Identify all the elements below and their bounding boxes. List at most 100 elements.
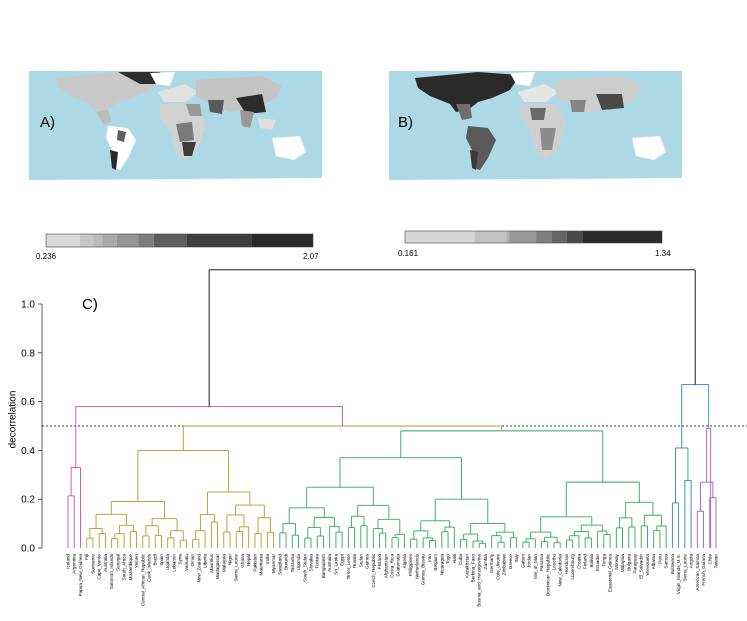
leaf-label: Sri_Lanka [333, 554, 338, 575]
leaf-label: Iceland [66, 554, 71, 569]
leaf-label: Russia [352, 554, 357, 568]
leaf-label: Haiti [452, 554, 457, 563]
leaf-label: Luxembourg [570, 554, 575, 580]
leaf-label: Jordan [527, 554, 532, 568]
leaf-label: Czech_Republic [371, 553, 376, 587]
leaf-label: Egypt [340, 553, 345, 565]
leaf-label: Togo [446, 554, 451, 564]
leaf-label: Cote_dIvoire [495, 554, 500, 580]
leaf-label: Nicaragua [439, 554, 444, 575]
leaf-label: Guinea [365, 554, 370, 569]
y-axis-label: decorrelation [7, 390, 19, 449]
leaf-label: Sudan [358, 554, 363, 568]
leaf-label: Bolivia [589, 554, 594, 568]
leaf-label: Lebanon [171, 554, 176, 572]
leaf-label: Nepal [246, 554, 251, 566]
leaf-label: Samoa [664, 554, 669, 569]
leaf-label: Spain [159, 554, 164, 566]
leaf-label: Swaziland [277, 554, 282, 575]
leaf-label: El_Salvador [639, 554, 644, 579]
leaf-label: Kazakhstan [464, 554, 469, 578]
leaf-label: Belgium [433, 554, 438, 571]
leaf-label: Finland [583, 554, 588, 570]
leaf-label: Equatorial_Guinea [608, 554, 613, 592]
leaf-label: Madagascar [215, 554, 220, 580]
leaf-label: Suriname [90, 554, 95, 574]
y-tick-label: 0.4 [21, 446, 35, 457]
leaf-label: Zimbabwe [502, 554, 507, 576]
leaf-label: South_Sudan [302, 554, 307, 582]
leaf-label: Botswana [670, 554, 675, 575]
leaf-label: Liberia [203, 554, 208, 568]
leaf-label: New_Zealand [196, 554, 201, 583]
leaf-label: Zambia [483, 554, 488, 570]
colorbar-b-segment [509, 231, 537, 243]
leaf-label: Finland [377, 554, 382, 570]
leaf-label: Italy [514, 553, 519, 562]
leaf-label: Pakistan [252, 554, 257, 572]
leaf-label: Cuba [458, 554, 463, 565]
leaf-label: Cook_Islands [147, 553, 152, 582]
leaf-label: Angola [689, 554, 694, 569]
colorbar-b-segment [405, 231, 475, 243]
leaf-label: Burkina_Faso [471, 554, 476, 583]
y-tick-label: 0.2 [21, 495, 35, 506]
leaf-label: Guinea_Bissau [421, 554, 426, 586]
y-tick-label: 0.8 [21, 348, 35, 359]
leaf-label: Bosnia_and_Herzegovina [477, 554, 482, 607]
leaf-label: Tonga [601, 554, 606, 567]
leaf-label: Tanzania [290, 554, 295, 573]
colorbar-a-segment [79, 234, 94, 247]
panel-a-label: A) [40, 114, 55, 131]
leaf-label: Panama [539, 554, 544, 572]
colorbar-a-segment [102, 234, 117, 247]
leaf-label: Sierra_Leone [234, 554, 239, 582]
colorbar-a-min-label: 0.236 [36, 252, 57, 261]
leaf-label: Guatemala [396, 554, 401, 577]
leaf-label: Costa_Rica [390, 554, 395, 578]
leaf-label: Ghana [240, 554, 245, 568]
leaf-label: Argentina [72, 554, 77, 574]
colorbar-a-segment [153, 234, 187, 247]
colorbar-b-segment [536, 231, 553, 243]
panel-b-label: B) [398, 114, 413, 131]
colorbar-a-segment [116, 234, 139, 247]
leaf-label: Senegal [115, 554, 120, 571]
leaf-label: Fiji [84, 554, 89, 560]
leaf-label: Gabon [520, 554, 525, 568]
leaf-label: Iran [427, 554, 432, 562]
leaf-label: Norway [614, 553, 619, 569]
leaf-label: Central_African_Republic [140, 553, 145, 606]
leaf-label: Australia [327, 554, 332, 572]
colorbar-a-segment [93, 234, 103, 247]
leaf-label: Honduras [564, 553, 569, 574]
leaf-label: Sierra_Leone [682, 554, 687, 582]
leaf-label: Albania [651, 554, 656, 570]
leaf-label: French_Guiana [701, 554, 706, 586]
leaf-label: Algeria [402, 554, 407, 569]
leaf-label: Mauritania [259, 554, 264, 576]
leaf-label: Malaysia [620, 554, 625, 573]
colorbar-b-frame [404, 230, 663, 244]
leaf-label: New_Caledonia [558, 554, 563, 587]
leaf-label: Ecuador [595, 554, 600, 572]
colorbar-b-segment [552, 231, 567, 243]
leaf-label: Uganda [296, 554, 301, 571]
leaf-label: Philippines [408, 553, 413, 576]
leaf-label: Dominican_Republic [545, 553, 550, 596]
y-tick-label: 0.6 [21, 397, 35, 408]
leaf-label: Virgin_Islands_U.S. [676, 554, 681, 594]
colorbar-a-max-label: 2.07 [303, 252, 319, 261]
leaf-label: India [265, 554, 270, 564]
leaf-label: Paraguay [633, 553, 638, 573]
colorbar-a-segment [186, 234, 252, 247]
colorbar-b-segment [474, 231, 507, 243]
leaf-label: Myanmar [271, 554, 276, 574]
leaf-label: Chile [707, 554, 712, 565]
colorbar-b-max-label: 1.34 [655, 249, 671, 258]
leaf-label: Afghanistan [383, 554, 388, 579]
leaf-label: Brazil [153, 554, 158, 566]
leaf-label: South_Africa [122, 554, 127, 581]
colorbar-b-segment [566, 231, 583, 243]
colorbar-b-segment [582, 231, 662, 243]
